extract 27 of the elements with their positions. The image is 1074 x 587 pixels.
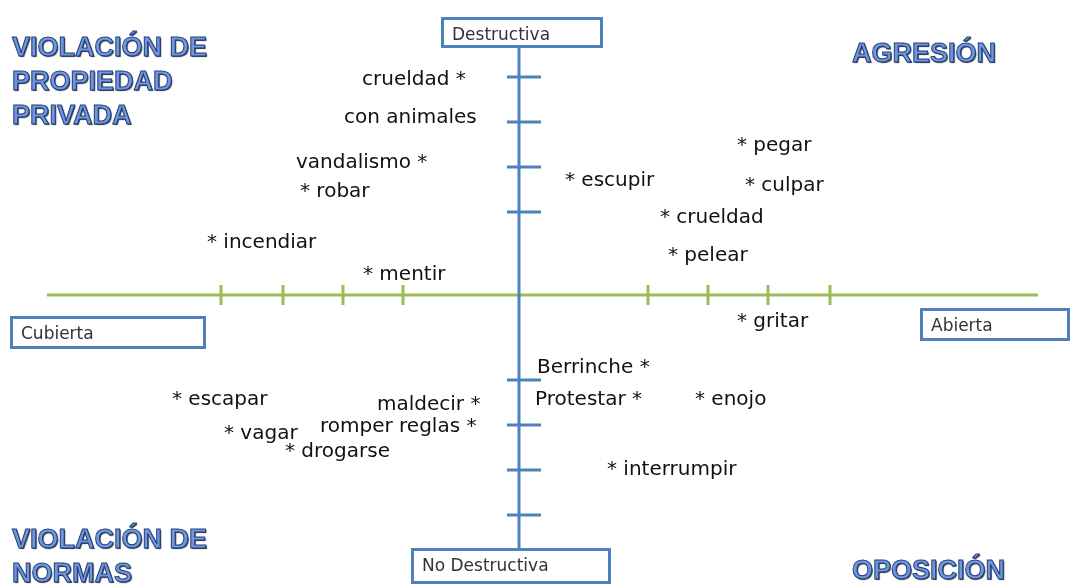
behavior-label: * enojo: [695, 386, 767, 410]
behavior-label: * escapar: [172, 386, 268, 410]
axis-end-box: Cubierta: [10, 316, 206, 349]
behavior-label: vandalismo *: [296, 149, 428, 173]
behavior-label: Berrinche *: [537, 354, 650, 378]
behavior-label: maldecir *: [377, 391, 481, 415]
axis-end-box: Abierta: [920, 308, 1070, 341]
quadrant-title: VIOLACIÓN DE NORMAS: [12, 522, 208, 587]
behavior-label: * gritar: [737, 308, 809, 332]
behavior-label: * incendiar: [207, 229, 317, 253]
behavior-label: * pegar: [737, 132, 812, 156]
behavior-label: con animales: [344, 104, 477, 128]
behavior-label: * interrumpir: [607, 456, 737, 480]
behavior-label: * crueldad: [660, 204, 764, 228]
quadrant-title: AGRESIÓN: [852, 36, 998, 70]
quadrant-title: VIOLACIÓN DE PROPIEDAD PRIVADA: [12, 30, 208, 132]
behavior-label: * robar: [300, 178, 370, 202]
behavior-label: crueldad *: [362, 66, 466, 90]
quadrant-title: OPOSICIÓN: [852, 553, 1007, 587]
axis-end-box: No Destructiva: [411, 548, 611, 584]
behavior-label: * pelear: [668, 242, 748, 266]
behavior-label: romper reglas *: [320, 413, 477, 437]
behavior-label: * culpar: [745, 172, 824, 196]
axis-end-box: Destructiva: [441, 17, 603, 48]
behavior-label: Protestar *: [535, 386, 642, 410]
behavior-label: * mentir: [363, 261, 446, 285]
behavior-label: * escupir: [565, 167, 655, 191]
